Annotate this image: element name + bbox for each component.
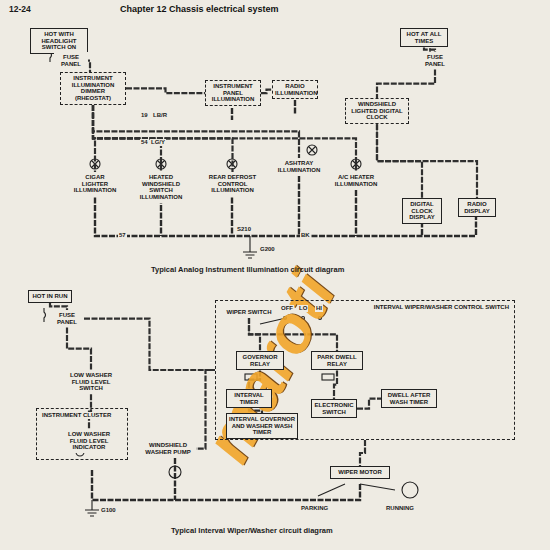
component-label-box: INSTRUMENT PANEL ILLUMINATION (205, 80, 261, 106)
component-name: INTERVAL WIPER/WASHER CONTROL SWITCH (372, 304, 511, 311)
wire (360, 440, 365, 466)
wire-code: 57 (118, 232, 127, 239)
component-name: HOT IN RUN (31, 293, 69, 300)
component-name: INTERVAL TIMER (229, 392, 269, 405)
component-name: DWELL AFTER WASH TIMER (384, 392, 434, 405)
component-label-box: WIPER SWITCH (224, 307, 274, 318)
component-label-box: DWELL AFTER WASH TIMER (381, 389, 437, 408)
wire-code: OFF (280, 305, 294, 312)
module-outline: INTERVAL WIPER/WASHER CONTROL SWITCH WIPE… (215, 300, 515, 440)
component-name: FUSE PANEL (52, 312, 82, 325)
fuse-symbol (44, 48, 432, 322)
wire (84, 319, 215, 370)
component-label-box: ELECTRONIC SWITCH (311, 399, 357, 418)
component-label-box: REAR DEFROST CONTROL ILLUMINATION (205, 172, 260, 196)
component-name: DIGITAL CLOCK DISPLAY (405, 201, 439, 221)
component-name: INSTRUMENT CLUSTER (40, 412, 113, 419)
component-name: FUSE PANEL (420, 54, 450, 67)
component-name: ASHTRAY ILLUMINATION (277, 160, 321, 173)
component-name: INTERVAL GOVERNOR AND WASHER WASH TIMER (229, 416, 295, 436)
wire (93, 105, 299, 158)
park-switch (318, 484, 395, 496)
component-label-box: HOT IN RUN (28, 290, 72, 303)
component-label-box: RADIO DISPLAY (458, 198, 496, 217)
component-label-box: WINDSHIELD LIGHTED DIGITAL CLOCK (345, 98, 409, 124)
component-label-box: LOW WASHER FLUID LEVEL SWITCH (60, 370, 122, 394)
component-name: GOVERNOR RELAY (239, 354, 281, 367)
component-label-box: INSTRUMENT ILLUMINATION DIMMER (RHEOSTAT… (60, 72, 126, 105)
wire-code: BK (300, 232, 311, 239)
component-label-box: FUSE PANEL (54, 52, 88, 69)
ground-bus (92, 458, 360, 500)
wire-code: 54 (140, 139, 149, 146)
component-label-box: INTERVAL GOVERNOR AND WASHER WASH TIMER (226, 413, 298, 439)
component-label-box: DIGITAL CLOCK DISPLAY (402, 198, 442, 224)
wire-code: PARKING (300, 505, 329, 512)
component-name: INSTRUMENT PANEL ILLUMINATION (208, 83, 258, 103)
component-label-box: INTERVAL TIMER (226, 389, 272, 408)
wire-code: LO (298, 305, 308, 312)
component-name: ELECTRONIC SWITCH (314, 402, 354, 415)
component-label-box: HOT AT ALL TIMES (400, 28, 448, 47)
component-label-box: WINDSHIELD WASHER PUMP (140, 440, 196, 457)
component-name: WIPER MOTOR (333, 469, 387, 476)
component-label-box: WIPER MOTOR (330, 466, 390, 479)
component-label-box: CIGAR LIGHTER ILLUMINATION (70, 172, 120, 196)
wire (67, 327, 91, 370)
page-title: Chapter 12 Chassis electrical system (120, 4, 279, 14)
component-label-box: HEATED WINDSHIELD SWITCH ILLUMINATION (132, 172, 190, 203)
component-name: REAR DEFROST CONTROL ILLUMINATION (207, 174, 258, 194)
wire-code: G200 (259, 246, 276, 253)
pump-motor (169, 466, 181, 478)
component-label-box: FUSE PANEL (50, 310, 84, 327)
component-name: WIPER SWITCH (226, 309, 272, 316)
figure-caption: Typical Interval Wiper/Washer circuit di… (170, 527, 334, 535)
component-name: WINDSHIELD WASHER PUMP (142, 442, 194, 455)
wire (261, 90, 272, 93)
wire-code: HI (315, 305, 323, 312)
component-name: CIGAR LIGHTER ILLUMINATION (72, 174, 118, 194)
ground-symbol (243, 236, 257, 258)
component-name: LOW WASHER FLUID LEVEL SWITCH (62, 372, 120, 392)
component-label-box: GOVERNOR RELAY (236, 351, 284, 370)
wire (377, 124, 477, 198)
wire-code: LB/R (152, 112, 168, 119)
wiper-motor-symbol (402, 482, 418, 498)
figure-caption: Typical Analog Instrument Illumination c… (150, 266, 345, 274)
component-label-box: ASHTRAY ILLUMINATION (275, 158, 323, 175)
component-label-box: A/C HEATER ILLUMINATION (332, 172, 380, 189)
wire-code: LG/Y (150, 139, 166, 146)
wire (334, 370, 337, 399)
ground-symbol (85, 500, 99, 516)
relay-coil (322, 374, 334, 380)
component-name: RADIO ILLUMINATION (275, 83, 315, 96)
wire (50, 303, 67, 310)
component-name: HOT AT ALL TIMES (403, 31, 445, 44)
wire-code: S210 (236, 226, 252, 233)
component-label-box: PARK DWELL RELAY (311, 351, 363, 370)
component-label-box: FUSE PANEL (418, 52, 452, 69)
wire-code: RUNNING (385, 505, 415, 512)
page-number: 12-24 (8, 5, 32, 14)
wire-code: 19 (140, 112, 149, 119)
wire-code: G100 (100, 507, 117, 514)
component-name: RADIO DISPLAY (461, 201, 493, 214)
wire (126, 88, 205, 93)
component-name: HEATED WINDSHIELD SWITCH ILLUMINATION (134, 174, 188, 201)
component-name: WINDSHIELD LIGHTED DIGITAL CLOCK (348, 101, 406, 121)
component-label-box: LOW WASHER FLUID LEVEL INDICATOR (59, 429, 119, 453)
component-name: LOW WASHER FLUID LEVEL INDICATOR (61, 431, 117, 451)
component-label-box: RADIO ILLUMINATION (272, 80, 318, 99)
component-name: INSTRUMENT ILLUMINATION DIMMER (RHEOSTAT… (63, 75, 123, 102)
component-name: A/C HEATER ILLUMINATION (334, 174, 378, 187)
wire (357, 399, 381, 409)
component-name: PARK DWELL RELAY (314, 354, 360, 367)
module-outline: INSTRUMENT CLUSTER LOW WASHER FLUID LEVEL… (36, 408, 128, 460)
component-name: FUSE PANEL (56, 54, 86, 67)
component-name: HOT WITH HEADLIGHT SWITCH ON (33, 31, 85, 51)
component-label-box: HOT WITH HEADLIGHT SWITCH ON (30, 28, 88, 54)
wire (377, 69, 435, 98)
